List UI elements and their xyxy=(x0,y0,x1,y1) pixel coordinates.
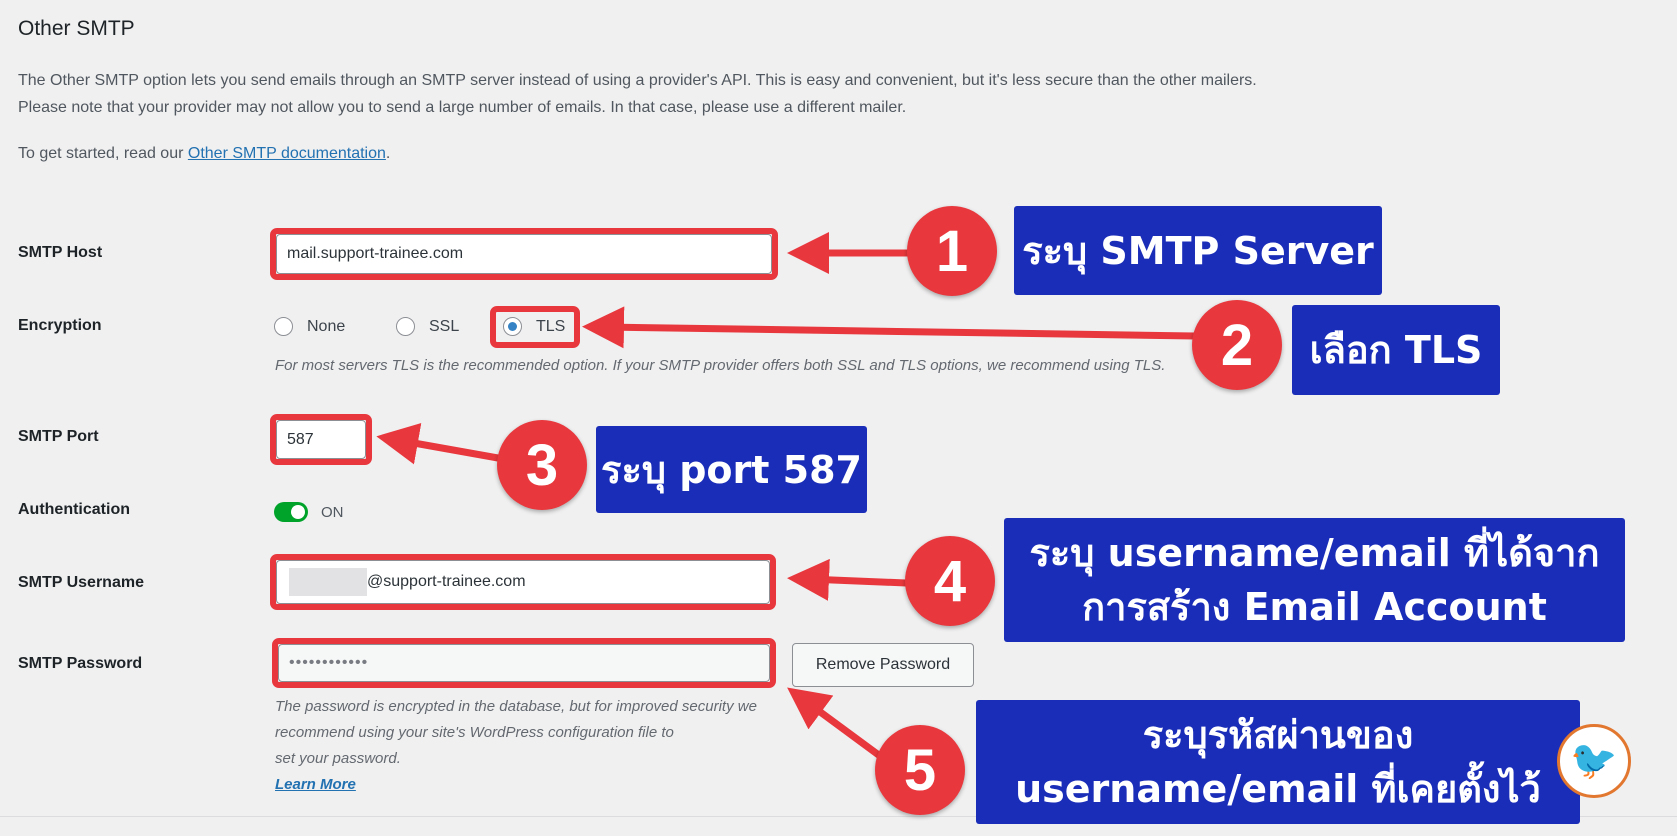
callout-number-2: 2 xyxy=(1192,300,1282,390)
section-description: The Other SMTP option lets you send emai… xyxy=(18,72,1257,116)
callout-box-1: ระบุ SMTP Server xyxy=(1014,206,1382,295)
learn-more-link[interactable]: Learn More xyxy=(275,776,356,793)
authentication-toggle[interactable] xyxy=(274,502,308,522)
start-prefix: To get started, read our xyxy=(18,145,188,162)
callout-box-5: ระบุรหัสผ่านของ username/email ที่เคยตั้ง… xyxy=(976,700,1580,824)
callout-box-4: ระบุ username/email ที่ได้จากการสร้าง Em… xyxy=(1004,518,1625,642)
callout-box-3: ระบุ port 587 xyxy=(596,426,867,513)
remove-password-button[interactable]: Remove Password xyxy=(792,643,974,687)
arrow-3 xyxy=(376,423,499,465)
radio-none[interactable]: None xyxy=(274,317,345,336)
callout-number-1: 1 xyxy=(907,206,997,296)
radio-circle xyxy=(274,317,293,336)
arrow-5 xyxy=(787,687,883,759)
callout-5-line-1: ระบุรหัสผ่านของ xyxy=(1142,713,1414,757)
smtp-username-label: SMTP Username xyxy=(18,574,144,591)
smtp-password-input[interactable]: •••••••••••• xyxy=(278,644,770,682)
divider xyxy=(0,816,1677,817)
smtp-host-input[interactable]: mail.support-trainee.com xyxy=(276,234,772,274)
getting-started-text: To get started, read our Other SMTP docu… xyxy=(18,145,390,163)
smtp-password-label: SMTP Password xyxy=(18,655,143,672)
callout-5-line-2: username/email ที่เคยตั้งไว้ xyxy=(1015,767,1541,811)
toggle-state: ON xyxy=(321,504,344,521)
redacted-block xyxy=(289,568,367,596)
callout-number-4: 4 xyxy=(905,536,995,626)
arrow-2 xyxy=(582,306,1196,349)
radio-ssl[interactable]: SSL xyxy=(396,317,459,336)
smtp-port-input[interactable]: 587 xyxy=(276,420,366,459)
page-title: Other SMTP xyxy=(18,17,135,40)
arrow-4 xyxy=(787,558,907,601)
smtp-host-label: SMTP Host xyxy=(18,244,103,261)
radio-circle xyxy=(396,317,415,336)
callout-box-2: เลือก TLS xyxy=(1292,305,1500,395)
start-suffix: . xyxy=(385,145,391,162)
callout-4-line-1: ระบุ username/email ที่ได้จาก xyxy=(1029,531,1600,575)
username-value: @support-trainee.com xyxy=(367,573,526,590)
radio-circle-selected xyxy=(503,317,522,336)
callout-number-5: 5 xyxy=(875,725,965,815)
radio-tls[interactable]: TLS xyxy=(503,317,565,336)
callout-number-3: 3 xyxy=(497,420,587,510)
smtp-port-label: SMTP Port xyxy=(18,428,99,445)
password-help-1: The password is encrypted in the databas… xyxy=(275,698,757,741)
support-bird-avatar-icon[interactable]: 🐦 xyxy=(1557,724,1631,798)
encryption-help: For most servers TLS is the recommended … xyxy=(275,357,1166,374)
smtp-username-input[interactable]: @support-trainee.com xyxy=(276,560,770,604)
documentation-link[interactable]: Other SMTP documentation xyxy=(187,145,386,162)
callout-4-line-2: การสร้าง Email Account xyxy=(1082,585,1547,629)
encryption-label: Encryption xyxy=(18,317,102,334)
authentication-label: Authentication xyxy=(18,501,130,518)
radio-label: SSL xyxy=(429,317,460,335)
password-help-2: set your password. xyxy=(275,750,401,767)
radio-label: TLS xyxy=(536,317,566,335)
radio-label: None xyxy=(307,317,346,335)
